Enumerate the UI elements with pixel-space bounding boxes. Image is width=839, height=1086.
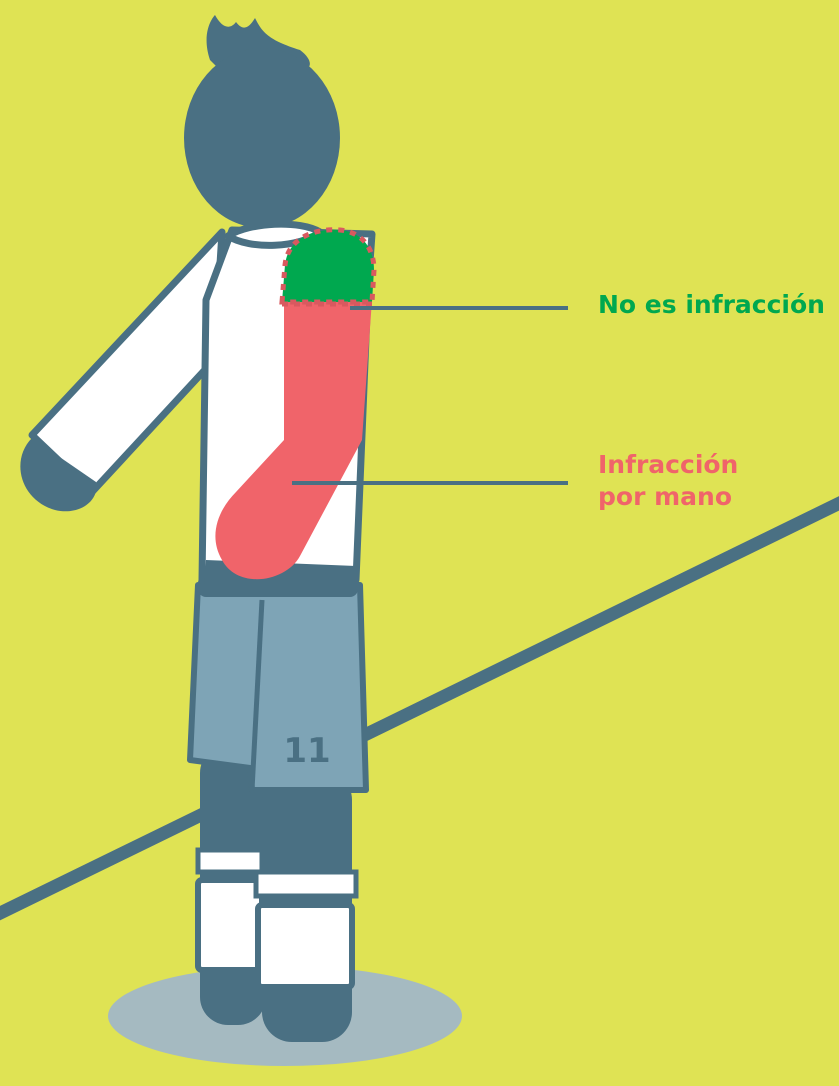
infraction-label: Infracción por mano [598, 449, 738, 513]
shorts [187, 575, 369, 793]
jersey-number: 11 [283, 731, 330, 771]
legs [195, 745, 359, 1042]
right-sock [255, 902, 355, 990]
no-infraction-label: No es infracción [598, 290, 825, 319]
left-sock [195, 877, 265, 973]
right-sock-band [253, 869, 359, 899]
left-sock-band [195, 847, 265, 875]
field-line [0, 496, 839, 921]
no-infraction-zone [282, 229, 374, 302]
right-arm [215, 227, 377, 580]
infraction-label-line2: por mano [598, 482, 732, 511]
infraction-label-line1: Infracción [598, 450, 739, 479]
no-infraction-zone-border [279, 227, 377, 305]
left-arm [20, 228, 226, 512]
head [184, 15, 340, 228]
